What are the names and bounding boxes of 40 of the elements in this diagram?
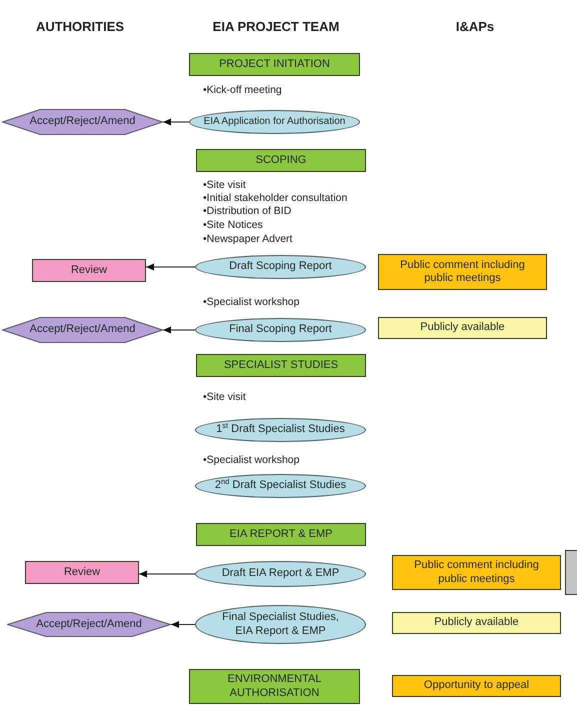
bullet-item: •Specialist workshop [203, 454, 300, 467]
review-box: Review [32, 259, 146, 282]
bullet-item: •Site visit [203, 391, 246, 404]
bullet-item: •Initial stakeholder consultation [203, 192, 348, 205]
participation-box: Public comment including public meetings [392, 555, 561, 590]
participation-box: Publicly available [392, 612, 561, 634]
participation-box: Publicly available [378, 317, 547, 339]
arrow [162, 326, 196, 334]
arrow [162, 118, 190, 126]
column-heading: I&APs [456, 19, 494, 34]
arrow [146, 264, 196, 270]
partial-box [565, 550, 577, 595]
bullet-item: •Site Notices [203, 219, 263, 232]
report-ellipse: Draft EIA Report & EMP [195, 561, 366, 587]
bullet-item: •Newspaper Advert [203, 233, 292, 246]
review-box: Review [25, 561, 139, 584]
decision-hexagon: Accept/Reject/Amend [7, 612, 171, 637]
phase-box: ENVIRONMENTAL AUTHORISATION [189, 669, 360, 704]
report-ellipse: EIA Application for Authorisation [189, 110, 360, 134]
report-ellipse: Final Specialist Studies, EIA Report & EMP [195, 605, 366, 644]
phase-box: EIA REPORT & EMP [196, 523, 366, 546]
column-heading: AUTHORITIES [36, 19, 124, 34]
report-ellipse: Final Scoping Report [195, 318, 366, 342]
arrow [170, 621, 196, 628]
report-ellipse: 2$^{nd}$ Draft Specialist Studies [195, 474, 366, 498]
bullet-item: •Kick-off meeting [203, 84, 282, 97]
phase-box: SCOPING [196, 149, 366, 172]
report-ellipse: Draft Scoping Report [195, 255, 366, 279]
report-ellipse: 1$^{st}$ Draft Specialist Studies [195, 418, 366, 442]
column-heading: EIA PROJECT TEAM [212, 19, 340, 34]
participation-box: Opportunity to appeal [392, 675, 561, 697]
arrow [138, 570, 196, 578]
decision-hexagon: Accept/Reject/Amend [2, 317, 163, 343]
bullet-item: •Distribution of BID [203, 205, 292, 218]
participation-box: Public comment including public meetings [378, 254, 547, 290]
bullet-item: •Site visit [203, 179, 246, 192]
decision-hexagon: Accept/Reject/Amend [2, 109, 163, 135]
bullet-item: •Specialist workshop [203, 296, 300, 309]
phase-box: PROJECT INITIATION [189, 53, 360, 76]
phase-box: SPECIALIST STUDIES [196, 354, 366, 377]
